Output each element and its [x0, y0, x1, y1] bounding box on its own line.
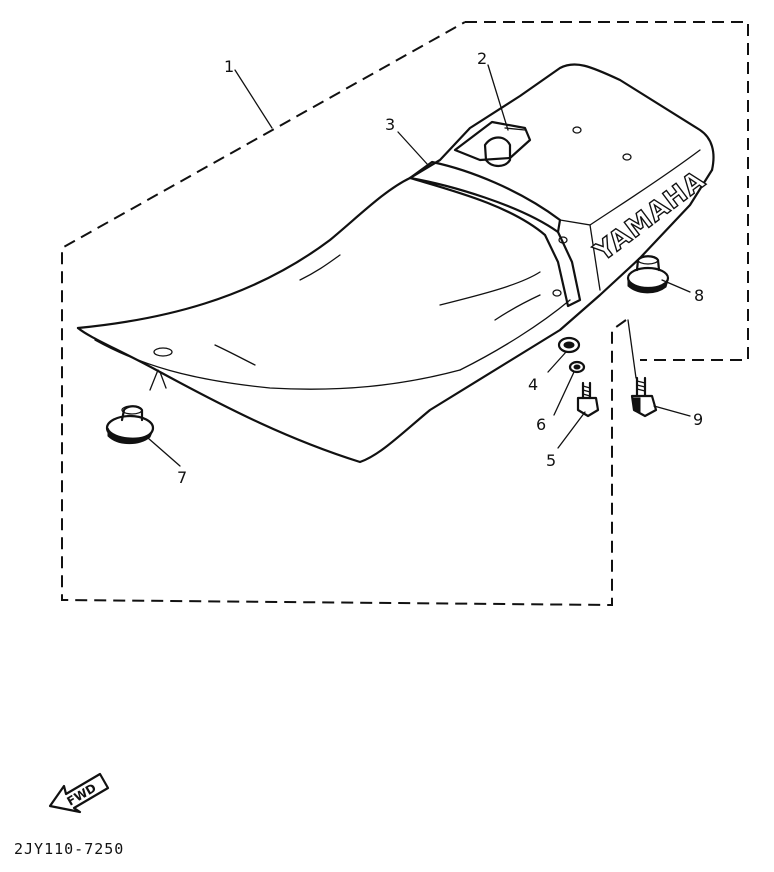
- callout-6: 6: [536, 415, 546, 434]
- leader-lines: [147, 64, 691, 467]
- damper-part-8: [626, 255, 670, 294]
- seat-latch-part-2: [453, 120, 532, 168]
- callout-5: 5: [546, 451, 556, 470]
- callout-7: 7: [177, 468, 187, 487]
- callout-2: 2: [477, 49, 487, 68]
- callout-1: 1: [224, 57, 234, 76]
- assembly-boundary: [61, 21, 749, 607]
- bolt-part-9: [630, 376, 658, 418]
- bolt-part-5: [576, 381, 600, 418]
- callout-9: 9: [693, 410, 703, 429]
- washer-part-4: [557, 336, 581, 354]
- damper-part-7: [105, 405, 155, 445]
- brand-logo: YAMAHA: [588, 165, 711, 268]
- callout-3: 3: [385, 115, 395, 134]
- lock-washer-part-6: [568, 360, 586, 374]
- callout-4: 4: [528, 375, 538, 394]
- callout-8: 8: [694, 286, 704, 305]
- seat-body: YAMAHA: [76, 63, 715, 464]
- forward-direction-arrow: FWD: [48, 772, 110, 814]
- part-code: 2JY110-7250: [14, 840, 125, 858]
- callouts: 1 2 3 4 5 6 7 8 9: [177, 49, 704, 487]
